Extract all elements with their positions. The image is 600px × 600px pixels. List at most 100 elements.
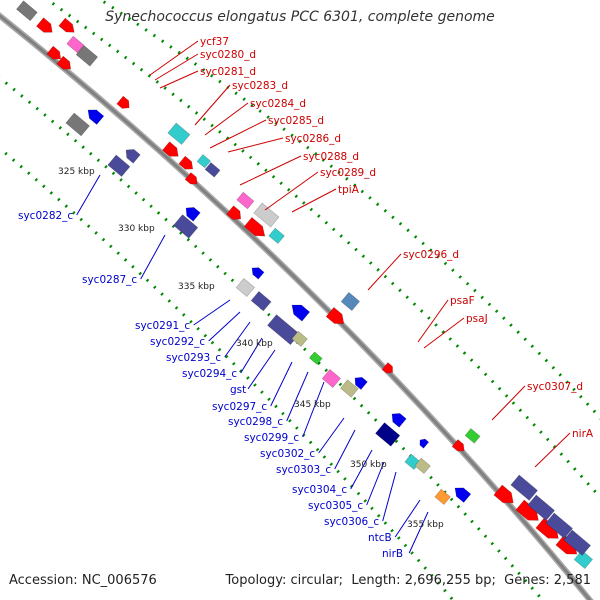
forward-label-6: syc0286_d [285, 133, 341, 145]
reverse-gene-1-shape [87, 109, 105, 125]
forward-gene-17-shape [243, 216, 266, 237]
reverse-gene-6-shape [235, 277, 256, 298]
reverse-label-11: syc0303_c [276, 464, 331, 476]
forward-gene-8-shape [167, 122, 191, 145]
forward-label-3: syc0283_d [232, 80, 288, 92]
reverse-leader-15 [394, 499, 421, 538]
reverse-gene-14-shape [354, 376, 368, 390]
forward-gene-21 [381, 362, 393, 374]
genome-stats: Topology: circular; Length: 2,696,255 bp… [225, 573, 591, 588]
reverse-gene-9-shape [291, 304, 311, 322]
forward-leader-2 [159, 70, 199, 89]
reverse-gene-13-shape [340, 379, 359, 398]
forward-label-13: syc0307_d [527, 381, 583, 393]
reverse-gene-11 [309, 351, 323, 365]
reverse-gene-9 [291, 304, 311, 322]
forward-gene-5 [46, 45, 62, 60]
reverse-gene-15-shape [375, 422, 401, 447]
reverse-leader-13 [366, 461, 385, 506]
forward-gene-2 [58, 17, 75, 33]
forward-leader-3 [194, 84, 231, 126]
reverse-gene-24 [563, 529, 591, 556]
reverse-gene-26 [419, 438, 430, 449]
reverse-gene-18 [414, 457, 431, 474]
reverse-gene-19-shape [434, 488, 451, 505]
forward-gene-10-shape [178, 155, 194, 170]
reverse-label-0: syc0282_c [18, 210, 73, 222]
forward-label-8: syc0289_d [320, 167, 376, 179]
forward-gene-13 [184, 172, 198, 185]
reverse-gene-1 [87, 109, 105, 125]
reverse-gene-6 [235, 277, 256, 298]
forward-gene-22 [464, 428, 481, 444]
forward-gene-3 [66, 35, 85, 54]
forward-gene-0-shape [16, 0, 38, 22]
forward-leader-13 [491, 385, 526, 421]
forward-gene-4-shape [75, 44, 99, 67]
reverse-gene-5 [185, 207, 201, 222]
kbp-tick-6: 355 kbp [407, 520, 444, 530]
forward-gene-23-shape [451, 439, 465, 452]
forward-label-5: syc0285_d [268, 115, 324, 127]
reverse-label-13: syc0305_c [308, 500, 363, 512]
forward-label-7: syc0288_d [303, 151, 359, 163]
length-label: Length: [351, 573, 401, 588]
genes-label: Genes: [504, 573, 550, 588]
reverse-gene-7-shape [250, 290, 272, 312]
forward-gene-18 [268, 227, 285, 244]
forward-gene-9-shape [162, 141, 179, 157]
forward-label-12: psaJ [466, 313, 488, 325]
forward-gene-23 [451, 439, 465, 452]
reverse-gene-10 [291, 330, 308, 347]
reverse-gene-14 [354, 376, 368, 390]
forward-leader-11 [417, 299, 449, 343]
forward-leader-9 [291, 188, 337, 213]
reverse-leader-1 [140, 234, 166, 280]
kbp-tick-5: 350 kbp [350, 460, 387, 470]
forward-label-1: syc0280_d [200, 49, 256, 61]
forward-leader-1 [154, 53, 199, 81]
reverse-gene-8 [267, 314, 300, 346]
reverse-leader-3 [208, 311, 241, 342]
forward-gene-21-shape [381, 362, 393, 374]
forward-gene-16 [226, 205, 242, 220]
reverse-gene-25-shape [251, 267, 265, 280]
forward-gene-6 [56, 55, 72, 70]
gene-features [16, 0, 594, 570]
topology-label: Topology: [225, 573, 287, 588]
reverse-gene-24-shape [563, 529, 591, 556]
kbp-tick-3: 340 kbp [236, 339, 273, 349]
reverse-label-2: syc0291_c [135, 320, 190, 332]
reverse-gene-2 [107, 154, 131, 177]
forward-label-11: psaF [450, 295, 475, 307]
reverse-gene-5-shape [185, 207, 201, 222]
forward-leader-7 [239, 155, 302, 186]
accession-info: Accession: NC_006576 [9, 573, 157, 588]
kbp-tick-0: 325 kbp [58, 167, 95, 177]
reverse-gene-12-shape [321, 368, 342, 389]
gene-labels: ycf37syc0280_dsyc0281_dsyc0283_dsyc0284_… [18, 36, 594, 560]
forward-label-2: syc0281_d [200, 66, 256, 78]
forward-leader-10 [367, 253, 402, 291]
forward-gene-3-shape [66, 35, 85, 54]
forward-gene-11-shape [196, 154, 211, 169]
forward-leader-0 [149, 40, 199, 76]
forward-gene-15-shape [253, 202, 280, 228]
reverse-gene-3-shape [125, 149, 141, 164]
reverse-label-10: syc0302_c [260, 448, 315, 460]
reverse-gene-0-shape [65, 112, 90, 137]
reverse-gene-11-shape [309, 351, 323, 365]
reverse-label-1: syc0287_c [82, 274, 137, 286]
forward-label-0: ycf37 [200, 36, 229, 48]
reverse-gene-16-shape [391, 413, 407, 428]
forward-gene-13-shape [184, 172, 198, 185]
forward-label-14: nirA [572, 428, 594, 440]
forward-gene-28 [573, 549, 594, 570]
forward-leader-5 [209, 119, 267, 149]
forward-gene-12 [204, 162, 221, 178]
reverse-leader-10 [318, 417, 345, 454]
reverse-label-14: syc0306_c [324, 516, 379, 528]
forward-gene-9 [162, 141, 179, 157]
reverse-gene-8-shape [267, 314, 300, 346]
